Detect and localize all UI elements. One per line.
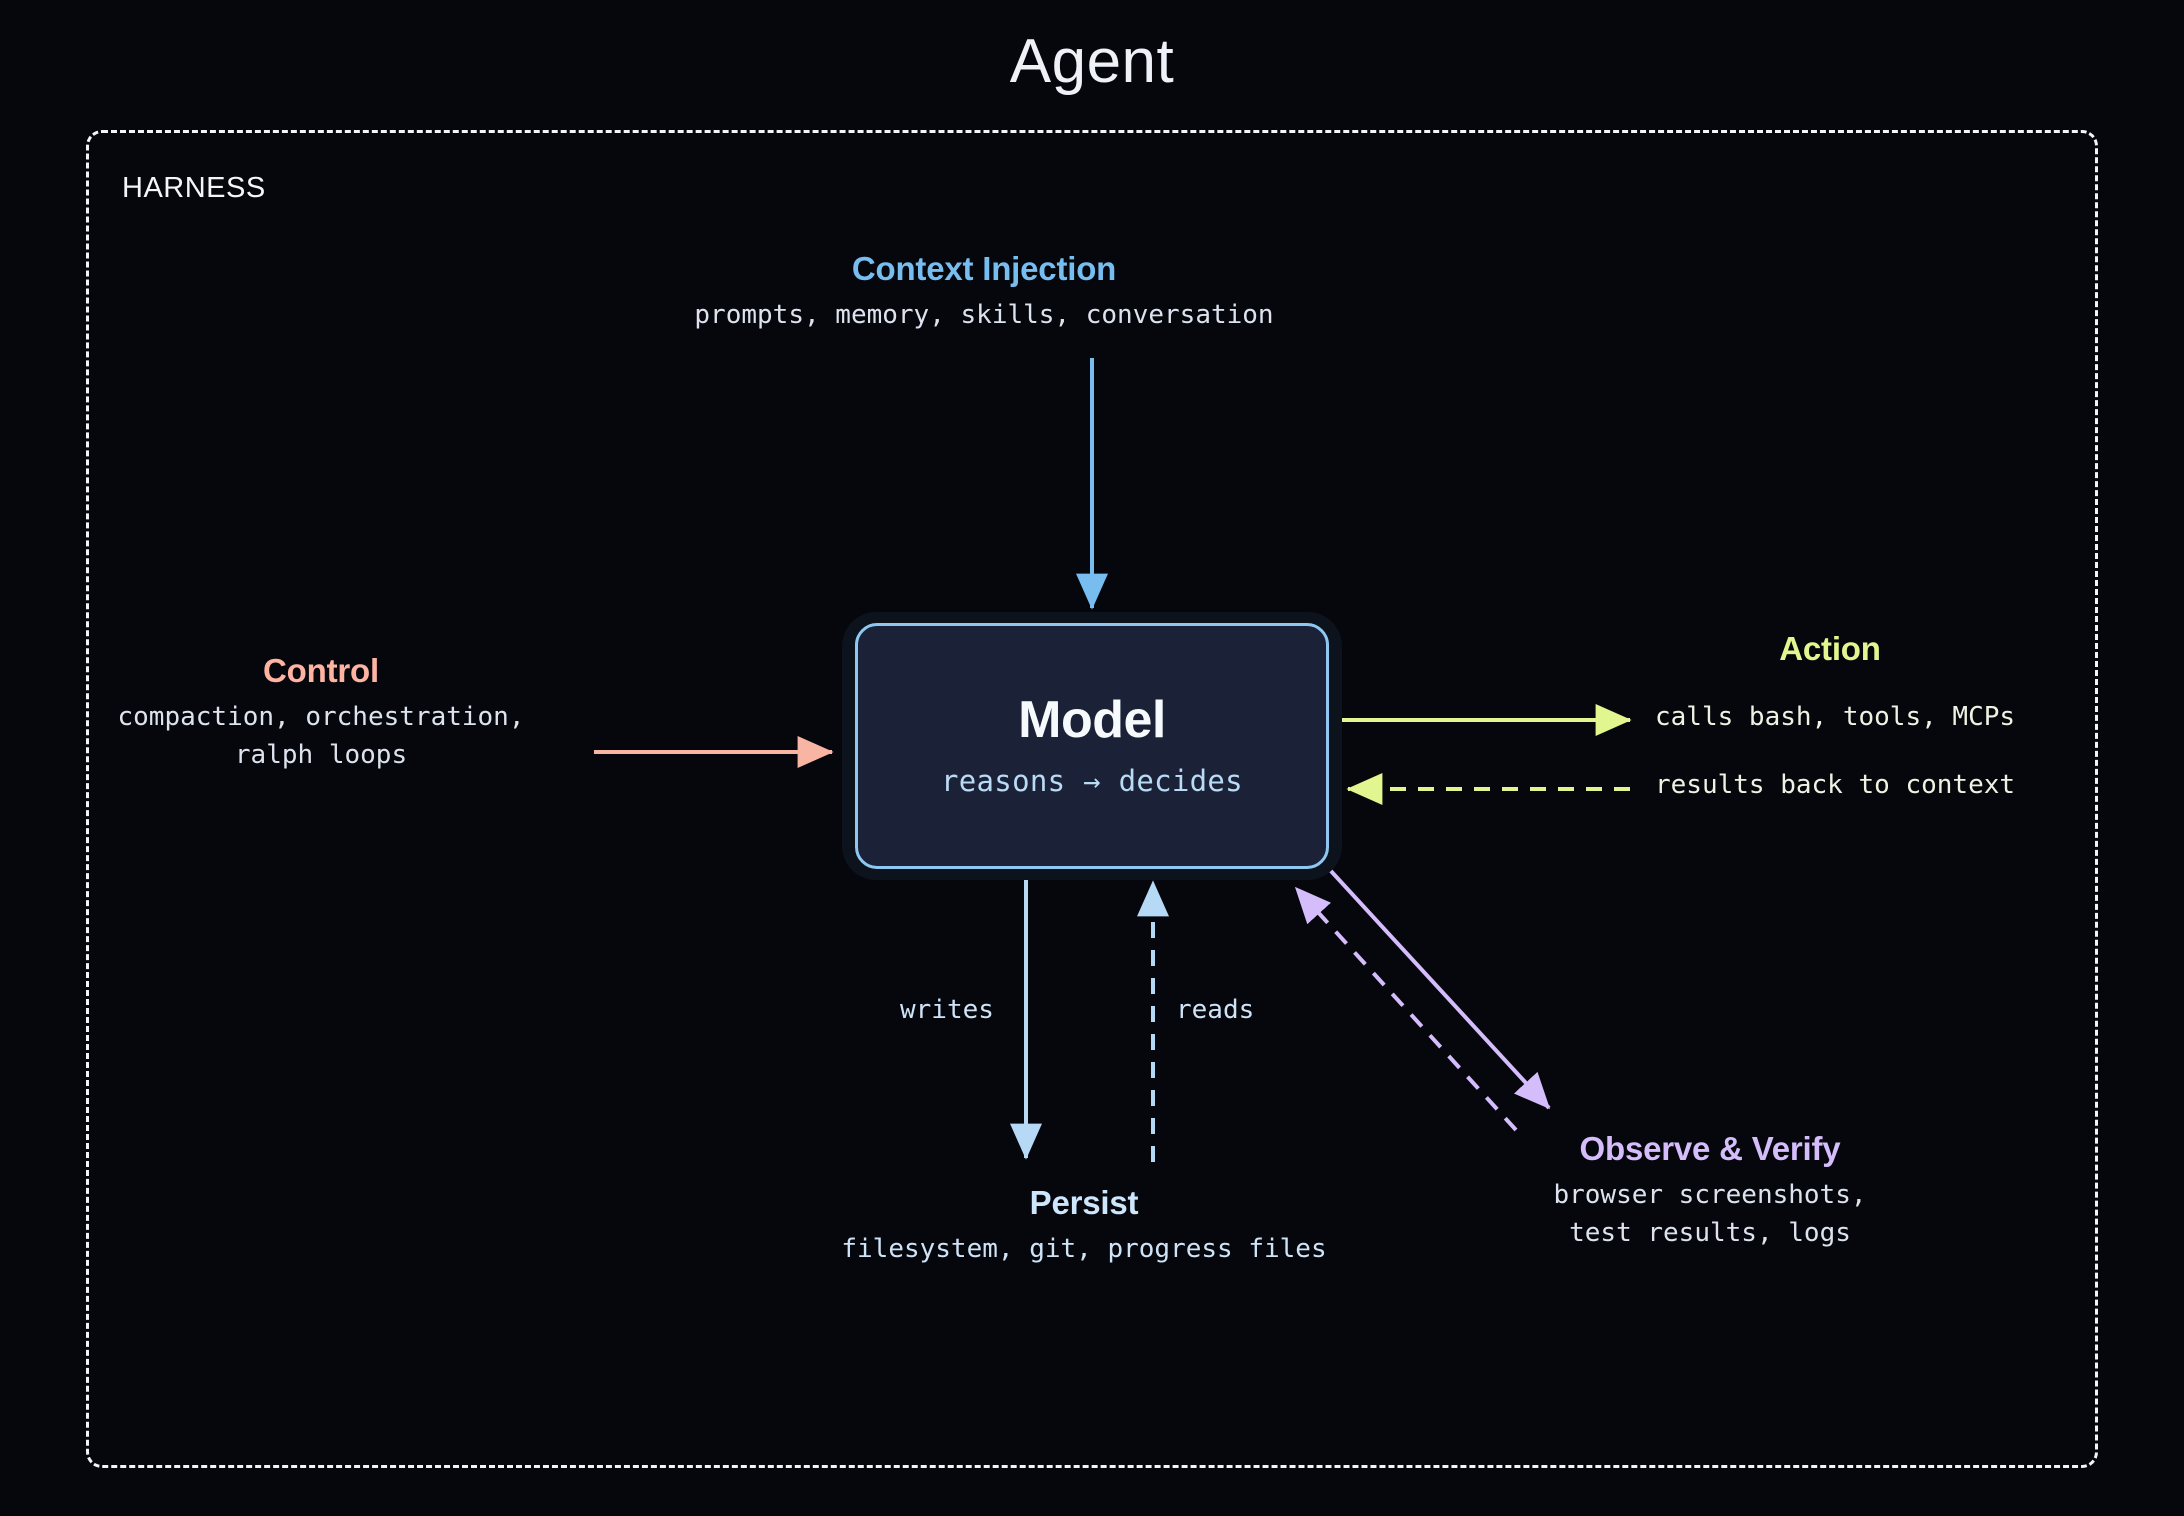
model-box[interactable]: Model reasons → decides <box>855 623 1329 869</box>
control-title: Control <box>263 652 379 689</box>
persist-desc: filesystem, git, progress files <box>841 1234 1327 1265</box>
model-subtitle: reasons → decides <box>941 764 1243 798</box>
action-result-label: results back to context <box>1655 770 2016 800</box>
persist-title: Persist <box>1029 1184 1139 1221</box>
observe-verify-title: Observe & Verify <box>1579 1130 1841 1167</box>
writes-label: writes <box>900 995 994 1025</box>
action-title: Action <box>1779 630 1881 667</box>
harness-label: HARNESS <box>122 172 266 204</box>
node-context-injection: Context Injection prompts, memory, skill… <box>684 248 1284 335</box>
harness-container <box>86 130 2098 1468</box>
model-title: Model <box>1018 691 1166 749</box>
node-action: Action <box>1640 628 2100 669</box>
observe-verify-desc: browser screenshots, test results, logs <box>1553 1180 1867 1248</box>
action-call-label: calls bash, tools, MCPs <box>1655 702 2016 732</box>
context-injection-desc: prompts, memory, skills, conversation <box>694 300 1274 331</box>
control-desc: compaction, orchestration, ralph loops <box>117 702 525 770</box>
page-title: Agent <box>1009 27 1175 96</box>
node-observe-verify: Observe & Verify browser screenshots, te… <box>1500 1128 1920 1253</box>
context-injection-title: Context Injection <box>851 250 1117 287</box>
node-control: Control compaction, orchestration, ralph… <box>30 650 612 775</box>
node-persist: Persist filesystem, git, progress files <box>784 1182 1384 1269</box>
reads-label: reads <box>1176 995 1255 1025</box>
